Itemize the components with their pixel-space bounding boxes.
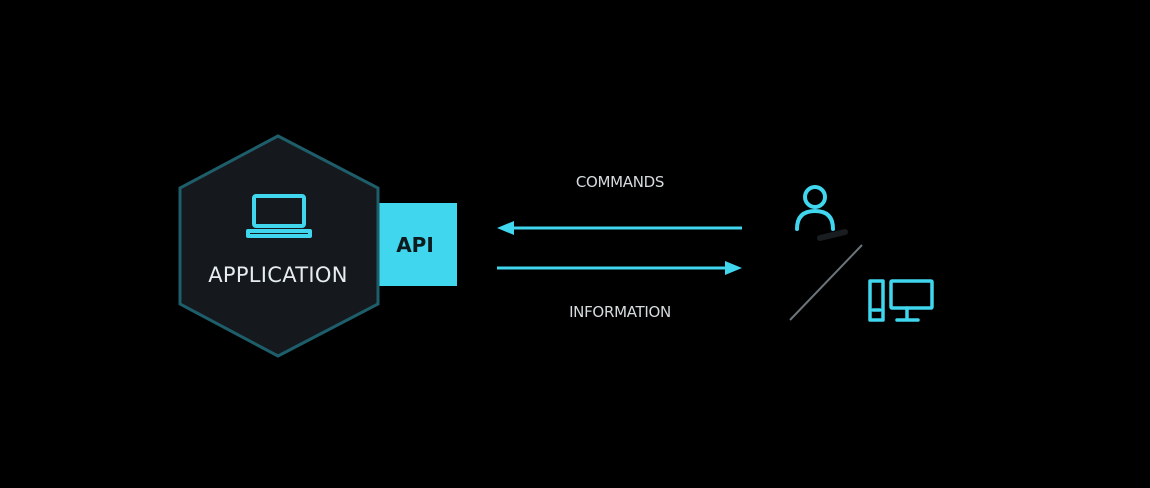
commands-label: COMMANDS — [575, 173, 665, 191]
api-label: API — [396, 233, 434, 257]
information-label: INFORMATION — [569, 303, 671, 321]
user-icon — [795, 185, 835, 231]
application-hexagon — [178, 134, 380, 358]
shadow-streak — [817, 229, 848, 241]
commands-arrow — [497, 221, 742, 235]
information-arrow — [497, 261, 742, 275]
application-label: APPLICATION — [208, 263, 348, 287]
laptop-icon — [246, 194, 312, 238]
divider-line — [789, 244, 863, 321]
desktop-computer-icon — [868, 279, 934, 322]
